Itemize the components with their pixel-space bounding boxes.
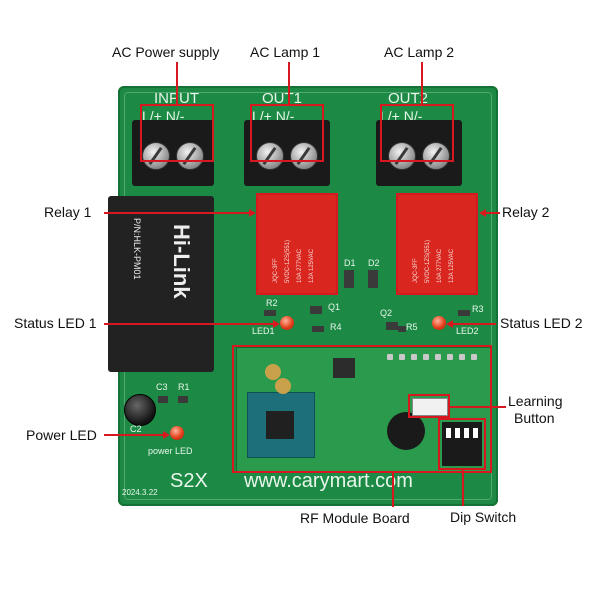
inductor: [275, 378, 291, 394]
diode-d1: [344, 270, 354, 288]
transistor-q1: [310, 306, 322, 314]
callout-dip-switch: Dip Switch: [450, 509, 517, 525]
resistor-r5: [398, 326, 406, 332]
silk-led1: LED1: [252, 326, 275, 336]
callout-power-led: Power LED: [26, 427, 97, 443]
out2-terminal-highlight: [380, 104, 454, 162]
capacitor-c2: [124, 394, 156, 426]
dip-toggle[interactable]: [464, 428, 469, 438]
power-supply-module: Hi-Link P/N:HLK-PM01: [108, 196, 214, 372]
out1-terminal-block: [244, 120, 330, 186]
rf-module-highlight: [232, 345, 492, 473]
input-terminal-highlight: [140, 104, 214, 162]
regulator-chip: [333, 358, 355, 378]
callout-status-led-1: Status LED 1: [14, 315, 97, 331]
silk-q2: Q2: [380, 308, 393, 318]
callout-status-led-2: Status LED 2: [500, 315, 583, 331]
callout-learning-line1: Learning: [508, 393, 563, 409]
capacitor-c3: [158, 396, 168, 403]
silk-c2: C2: [130, 424, 142, 434]
relay-2-highlight: [396, 193, 478, 295]
dip-toggle[interactable]: [455, 428, 460, 438]
dip-switch[interactable]: [442, 422, 482, 466]
callout-ac-lamp-1: AC Lamp 1: [250, 44, 321, 60]
screw-icon: [176, 142, 204, 170]
psu-brand: Hi-Link: [169, 224, 194, 299]
dip-toggle[interactable]: [473, 428, 478, 438]
callout-relay-1: Relay 1: [44, 204, 92, 220]
callout-rf-module-board: RF Module Board: [300, 510, 410, 526]
status-led-2: [432, 316, 446, 330]
callout-ac-lamp-2: AC Lamp 2: [384, 44, 455, 60]
silk-out2: OUT2: [388, 90, 429, 107]
silk-r5: R5: [406, 322, 418, 332]
silk-website: www.carymart.com: [244, 470, 413, 492]
relay-1: JQC-3FF 5VDC-1ZS(551) 10A 277VAC 12A 125…: [258, 195, 336, 293]
diode-d2: [368, 270, 378, 288]
power-led: [170, 426, 184, 440]
psu-model: P/N:HLK-PM01: [132, 218, 142, 280]
silk-r3: R3: [472, 304, 484, 314]
callout-relay-2: Relay 2: [502, 204, 550, 220]
silk-d1: D1: [344, 258, 356, 268]
resistor-r3: [458, 310, 470, 316]
silk-model: S2X: [170, 470, 208, 492]
resistor-r4: [312, 326, 324, 332]
silk-q1: Q1: [328, 302, 341, 312]
silk-power-led: power LED: [148, 446, 193, 456]
resistor-r2: [264, 310, 276, 316]
crystal: [265, 364, 281, 380]
out1-terminal-highlight: [250, 104, 324, 162]
silk-d2: D2: [368, 258, 380, 268]
silk-r1: R1: [178, 382, 190, 392]
out2-terminal-block: [376, 120, 462, 186]
callout-ac-power-supply: AC Power supply: [112, 44, 220, 60]
status-led-1: [280, 316, 294, 330]
screw-icon: [290, 142, 318, 170]
relay-1-highlight: [256, 193, 338, 295]
relay-2: JQC-3FF 5VDC-1ZS(551) 10A 277VAC 12A 125…: [398, 195, 476, 293]
callout-learning-line2: Button: [514, 410, 555, 426]
transistor-q2: [386, 322, 398, 330]
silk-led2: LED2: [456, 326, 479, 336]
silk-date: 2024.3.22: [122, 488, 158, 497]
rf-chip: [266, 411, 294, 439]
silk-c3: C3: [156, 382, 168, 392]
dip-switch-highlight: [438, 418, 486, 470]
input-terminal-block: [132, 120, 214, 186]
screw-icon: [422, 142, 450, 170]
learning-button[interactable]: [412, 398, 448, 416]
screw-icon: [388, 142, 416, 170]
learning-button-highlight: [408, 394, 450, 418]
silk-r2: R2: [266, 298, 278, 308]
rf-chip-module: [247, 392, 315, 458]
silk-r4: R4: [330, 322, 342, 332]
screw-icon: [256, 142, 284, 170]
screw-icon: [142, 142, 170, 170]
silk-out1: OUT1: [262, 90, 303, 107]
dip-toggle[interactable]: [446, 428, 451, 438]
buzzer: [387, 412, 425, 450]
resistor-r1: [178, 396, 188, 403]
